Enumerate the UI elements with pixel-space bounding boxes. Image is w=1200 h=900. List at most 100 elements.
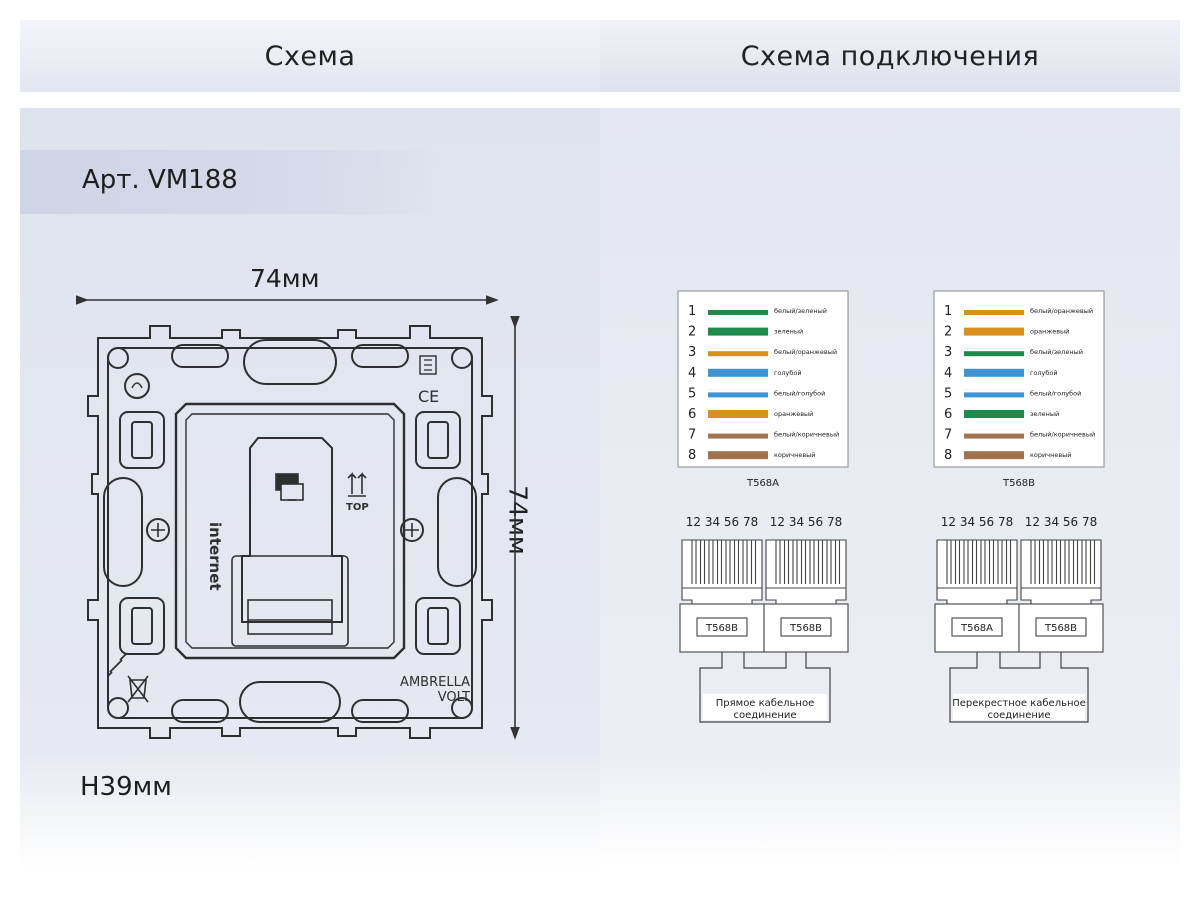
bottom-slot-center: [239, 681, 341, 723]
t568a-row: 6 оранжевый: [688, 407, 813, 422]
t568a-wire: [708, 430, 768, 439]
t568b-wire: [964, 389, 1024, 398]
t568a-wire-label: оранжевый: [774, 410, 813, 418]
t568b-wire-label: белый/зеленый: [1030, 348, 1083, 356]
header-schema: Схема: [20, 20, 600, 92]
t568a-pin-number: 6: [688, 407, 696, 422]
t568b-pin-number: 4: [944, 366, 952, 381]
pin-numbers-4: 12 34 56 78: [1025, 515, 1098, 529]
t568b-wire-stripe: [964, 389, 1024, 393]
t568a-wire-stripe: [708, 307, 768, 310]
t568a-pin-number: 2: [688, 325, 696, 340]
t568a-pin-number: 8: [688, 448, 696, 463]
header-wiring: Схема подключения: [600, 20, 1180, 92]
corner-hole-br: [451, 697, 473, 719]
t568b-row: 7 белый/коричневый: [944, 428, 1095, 443]
t568b-wire: [964, 430, 1024, 439]
ce-mark-icon: CE: [418, 387, 439, 406]
t568a-table: [677, 290, 849, 468]
t568a-pin-number: 1: [688, 304, 696, 319]
pin-numbers-2: 12 34 56 78: [770, 515, 843, 529]
crossover-cable: [949, 652, 1089, 723]
brand-line-1: AMBRELLA: [400, 675, 470, 690]
t568a-wire-stripe: [708, 389, 768, 393]
t568a-pin-number: 3: [688, 345, 696, 360]
t568a-wire-label: голубой: [774, 369, 802, 377]
plug-crossover-right-label: T568B: [1044, 623, 1077, 634]
article-band: [20, 150, 440, 214]
t568a-wire-stripe: [708, 348, 768, 352]
left-slot-oval: [103, 477, 143, 587]
t568b-pin-number: 2: [944, 325, 952, 340]
t568b-wire-label: белый/оранжевый: [1030, 307, 1093, 315]
t568b-wire: [964, 327, 1024, 336]
top-slot-left: [171, 344, 229, 368]
corner-hole-tr: [451, 347, 473, 369]
t568b-wire: [964, 307, 1024, 315]
t568b-pin-number: 5: [944, 386, 952, 401]
t568a-row: 3 белый/оранжевый: [688, 345, 837, 360]
crossover-caption-1: Перекрестное кабельное: [952, 698, 1086, 709]
t568b-pin-number: 8: [944, 448, 952, 463]
t568a-wire: [708, 451, 768, 460]
t568a-wire: [708, 368, 768, 377]
weee-bin-icon: [127, 675, 149, 703]
article-number: Арт. VM188: [82, 165, 238, 195]
right-slot-lower: [415, 597, 461, 655]
t568a-wire-label: белый/коричневый: [774, 431, 839, 439]
t568a-wire: [708, 348, 768, 357]
t568b-wire: [964, 348, 1024, 357]
left-slot-lower: [119, 597, 165, 655]
rj45-jack: [241, 437, 343, 623]
t568a-wire-label: белый/оранжевый: [774, 348, 837, 356]
plug-straight-right: T568B: [763, 539, 849, 653]
header-wiring-title: Схема подключения: [740, 40, 1040, 72]
t568a-wire-label: коричневый: [774, 451, 816, 459]
frame-outline: [87, 325, 493, 739]
t568b-pin-number: 7: [944, 428, 952, 443]
t568b-row: 4 голубой: [944, 366, 1058, 381]
screwdriver-icon: [107, 653, 127, 677]
t568a-wire: [708, 410, 768, 418]
t568a-pin-number: 7: [688, 428, 696, 443]
schema-panel: [20, 108, 600, 868]
t568b-wire-label: зеленый: [1030, 410, 1059, 418]
t568b-wire-stripe: [964, 430, 1024, 434]
bottom-slot-right: [351, 699, 409, 723]
top-slot-right: [351, 344, 409, 368]
header-schema-title: Схема: [264, 40, 356, 72]
t568a-wire: [708, 389, 768, 398]
plug-crossover-right: T568B: [1018, 539, 1104, 653]
t568b-wire-label: белый/коричневый: [1030, 431, 1095, 439]
right-slot-upper: [415, 411, 461, 469]
plug-straight-right-label: T568B: [789, 623, 822, 634]
module-body: [174, 402, 406, 660]
t568b-wire-label: голубой: [1030, 369, 1058, 377]
corner-hole-bl: [107, 697, 129, 719]
t568b-wire-label: оранжевый: [1030, 328, 1069, 336]
brand-logo-icon: [124, 373, 150, 399]
t568a-wire-label: белый/зеленый: [774, 307, 827, 315]
t568a-wire-stripe: [708, 430, 768, 434]
t568a-wire: [708, 327, 768, 336]
wiring-panel: [600, 108, 1180, 868]
depth-dimension-label: H39мм: [80, 772, 172, 802]
t568b-pin-number: 3: [944, 345, 952, 360]
straight-caption-1: Прямое кабельное: [716, 698, 814, 709]
top-label: TOP: [346, 502, 369, 513]
t568b-wire: [964, 368, 1024, 377]
t568a-row: 8 коричневый: [688, 448, 816, 463]
screw-right: [400, 518, 424, 542]
straight-cable: [699, 652, 831, 723]
screw-left: [146, 518, 170, 542]
t568b-wire-stripe: [964, 307, 1024, 310]
plug-crossover-left-label: T568A: [960, 623, 993, 634]
